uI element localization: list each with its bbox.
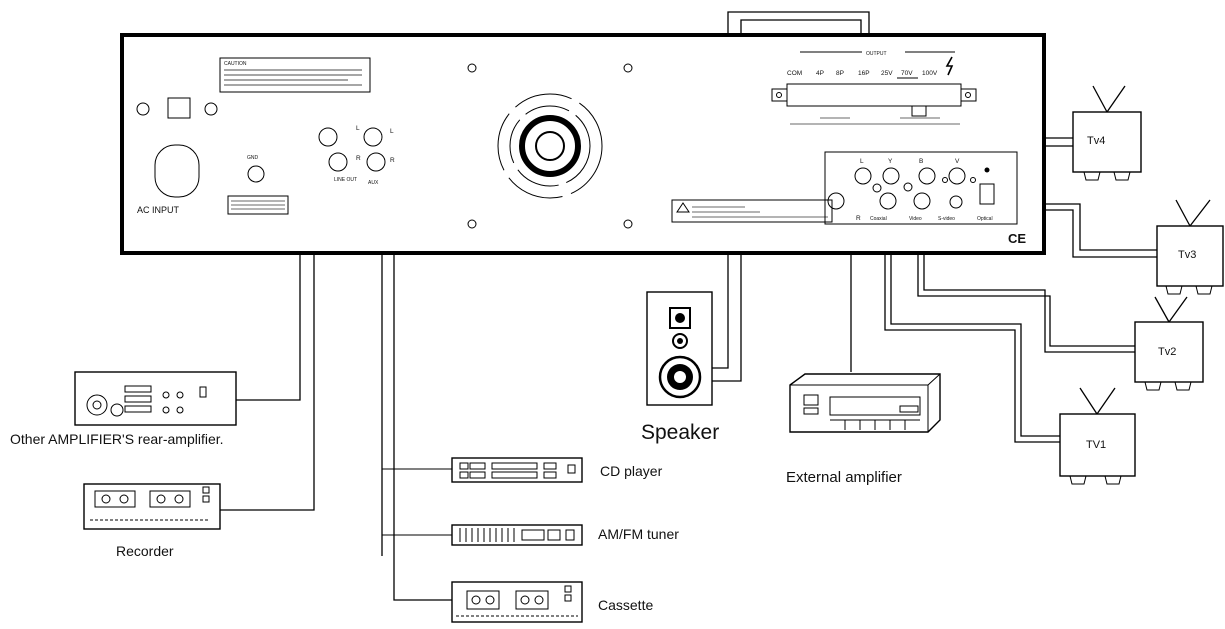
cassette-device: Cassette (451, 581, 653, 623)
svg-text:B: B (919, 158, 923, 165)
svg-text:V: V (955, 158, 960, 165)
aux-r-jack (366, 152, 386, 172)
svg-text:Video: Video (909, 216, 922, 222)
svg-text:25V: 25V (881, 70, 893, 77)
cd-player-label: CD player (600, 463, 663, 479)
tv-icon (1134, 321, 1204, 383)
svg-text:L: L (390, 128, 394, 135)
ac-input-socket: AC INPUT (137, 144, 200, 215)
svg-text:8P: 8P (836, 70, 844, 77)
audio-r-jack (827, 192, 845, 210)
recorder-label: Recorder (116, 543, 174, 559)
tv1-label: TV1 (1086, 439, 1106, 451)
tv1-device: TV1 (1059, 387, 1136, 485)
tv-icon (1059, 413, 1136, 477)
svg-text:Optical: Optical (977, 216, 993, 222)
external-amplifier-device: External amplifier (786, 373, 941, 486)
caution-label: CAUTION (219, 57, 371, 93)
lightning-icon (945, 56, 954, 76)
svg-text:S-video: S-video (938, 216, 955, 222)
ac-input-label: AC INPUT (137, 205, 180, 215)
amplifier-rear-panel: CAUTION AC INPUT GND (120, 33, 1046, 255)
speaker-device: Speaker (641, 291, 719, 444)
component-y-jack (882, 167, 900, 185)
svg-text:Coaxial: Coaxial (870, 216, 887, 222)
screw-icon (204, 102, 218, 116)
svg-text:L: L (356, 125, 360, 132)
other-amp-label: Other AMPLIFIER'S rear-amplifier. (10, 431, 224, 447)
video-jack (913, 192, 931, 210)
video-io-panel: L Y B V R Coaxial Video S-video Optical (824, 151, 1018, 225)
svg-text:R: R (856, 215, 861, 222)
line-out-l-jack (318, 127, 338, 147)
cassette-label: Cassette (598, 597, 653, 613)
tv2-device: Tv2 (1134, 296, 1204, 391)
tv-icon (1072, 111, 1142, 173)
speaker-output-block: OUTPUT COM 4P 8P 16P 25V 70V 100V (771, 51, 977, 125)
warning-triangle-icon (676, 202, 690, 213)
svg-text:R: R (356, 155, 361, 162)
svg-text:CAUTION: CAUTION (224, 61, 247, 67)
gnd-label: GND (247, 155, 259, 161)
component-v-jack (948, 167, 966, 185)
tv4-label: Tv4 (1087, 135, 1105, 147)
rating-label (227, 195, 289, 215)
aux-label: AUX (368, 180, 379, 186)
line-out-label: LINE OUT (334, 177, 357, 183)
svg-text:4P: 4P (816, 70, 824, 77)
fan-grill (467, 63, 633, 229)
tuner-device: AM/FM tuner (451, 524, 679, 546)
tv2-label: Tv2 (1158, 346, 1176, 358)
audio-l-jack (854, 167, 872, 185)
optical-port-icon (979, 183, 995, 205)
other-amplifier-device: Other AMPLIFIER'S rear-amplifier. (10, 371, 237, 447)
svg-text:R: R (390, 157, 395, 164)
line-out-r-jack (328, 152, 348, 172)
svg-text:70V: 70V (901, 70, 913, 77)
tv3-label: Tv3 (1178, 249, 1196, 261)
recorder-device: Recorder (83, 483, 221, 559)
screw-icon (136, 102, 150, 116)
warning-label (671, 199, 833, 223)
ce-mark: CE (1008, 231, 1026, 246)
ground-terminal-icon (247, 165, 265, 183)
s-video-jack (949, 195, 963, 209)
aux-l-jack (363, 127, 383, 147)
svg-text:100V: 100V (922, 70, 938, 77)
tv4-device: Tv4 (1072, 85, 1142, 181)
power-switch-icon (167, 97, 191, 119)
speaker-label: Speaker (641, 421, 719, 444)
coaxial-jack (879, 192, 897, 210)
ext-amp-label: External amplifier (786, 469, 902, 486)
component-b-jack (918, 167, 936, 185)
svg-text:L: L (860, 158, 864, 165)
svg-text:COM: COM (787, 70, 802, 77)
tv-icon (1156, 225, 1224, 287)
tv3-device: Tv3 (1156, 199, 1224, 295)
svg-text:Y: Y (888, 158, 893, 165)
line-out-aux-jacks: L L R R LINE OUT AUX (318, 125, 395, 186)
svg-text:16P: 16P (858, 70, 870, 77)
tuner-label: AM/FM tuner (598, 526, 679, 542)
cd-player-device: CD player (451, 457, 663, 483)
output-label: OUTPUT (866, 51, 887, 57)
